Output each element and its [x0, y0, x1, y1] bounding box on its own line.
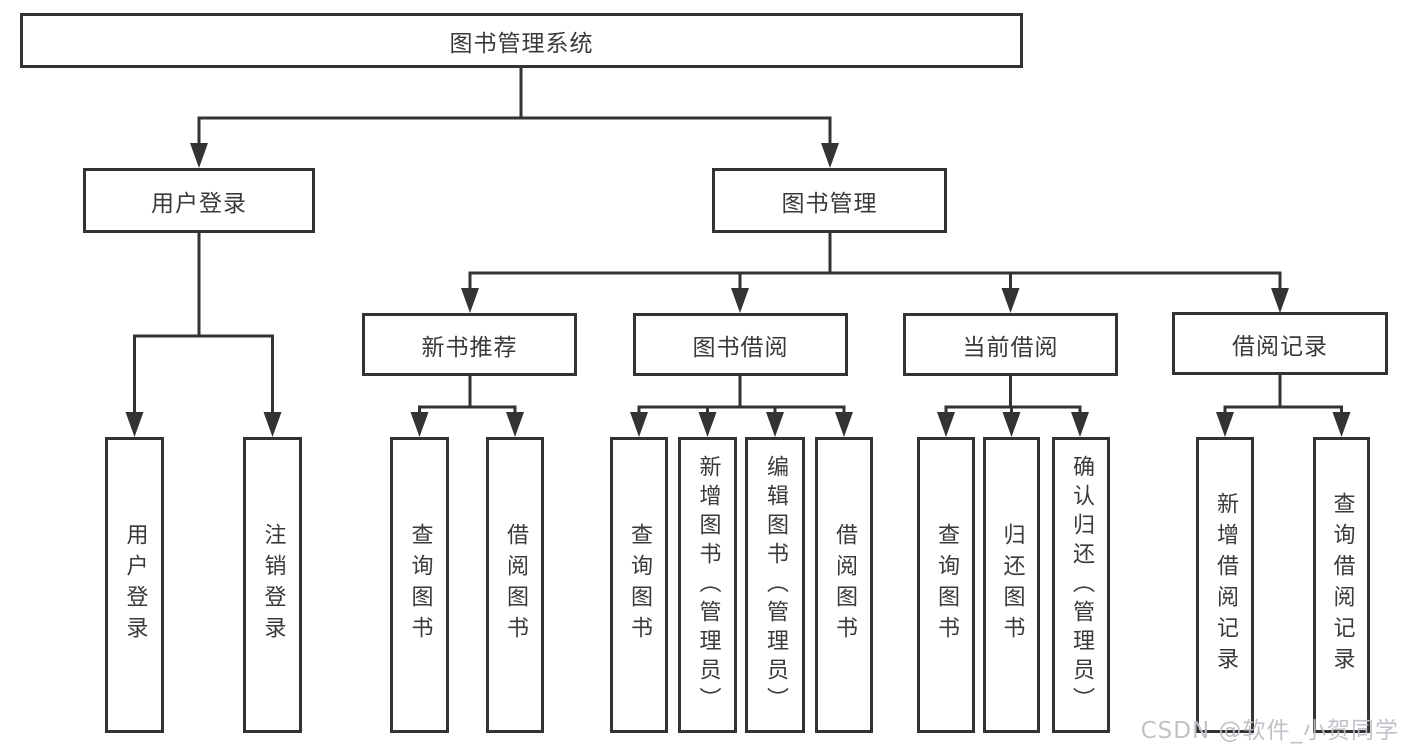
node-label: 新书推荐: [421, 334, 518, 361]
node-library-management-system: 图书管理系统: [20, 13, 1023, 68]
node-user-login: 用户登录: [83, 168, 315, 233]
node-label: 查询图书: [407, 523, 433, 647]
node-label: 查询图书: [934, 523, 959, 647]
node-label: 用户登录: [151, 190, 247, 217]
node-label: 图书管理: [781, 190, 878, 217]
node-book-borrowing: 图书借阅: [633, 313, 848, 376]
node-label: 图书管理系统: [449, 30, 594, 57]
node-label: 用户登录: [122, 523, 148, 647]
arrowheads: [125, 143, 1351, 437]
leaf-bb-borrow-books: 借阅图书: [815, 437, 873, 733]
leaf-cb-confirm-return-admin: 确认归还（管理员）: [1052, 437, 1110, 733]
node-new-book-recommend: 新书推荐: [362, 313, 577, 376]
leaf-nb-query-books: 查询图书: [390, 437, 449, 733]
leaf-br-query-record: 查询借阅记录: [1313, 437, 1370, 733]
node-label: 新增图书（管理员）: [695, 454, 721, 716]
leaf-user-login: 用户登录: [105, 437, 164, 733]
node-current-borrowing: 当前借阅: [903, 313, 1118, 376]
node-label: 注销登录: [260, 523, 286, 647]
node-label: 编辑图书（管理员）: [763, 454, 788, 716]
node-label: 图书借阅: [692, 334, 789, 361]
node-borrowing-records: 借阅记录: [1172, 312, 1388, 375]
leaf-logout: 注销登录: [243, 437, 302, 733]
node-label: 确认归还（管理员）: [1069, 454, 1094, 716]
node-label: 查询借阅记录: [1329, 492, 1355, 678]
node-label: 查询图书: [627, 523, 652, 647]
leaf-br-add-record: 新增借阅记录: [1196, 437, 1254, 733]
leaf-cb-return-books: 归还图书: [983, 437, 1040, 733]
leaf-nb-borrow-books: 借阅图书: [486, 437, 544, 733]
csdn-watermark: CSDN @软件_小贺同学: [1140, 718, 1399, 744]
node-label: 借阅记录: [1232, 333, 1328, 360]
node-label: 借阅图书: [503, 523, 528, 647]
node-label: 当前借阅: [962, 334, 1059, 361]
leaf-bb-query-books: 查询图书: [610, 437, 668, 733]
leaf-bb-edit-books-admin: 编辑图书（管理员）: [745, 437, 805, 733]
node-label: 借阅图书: [832, 523, 857, 647]
leaf-bb-add-books-admin: 新增图书（管理员）: [678, 437, 737, 733]
node-label: 归还图书: [999, 523, 1025, 647]
node-label: 新增借阅记录: [1213, 492, 1238, 678]
leaf-cb-query-books: 查询图书: [917, 437, 975, 733]
node-book-management: 图书管理: [712, 168, 947, 233]
